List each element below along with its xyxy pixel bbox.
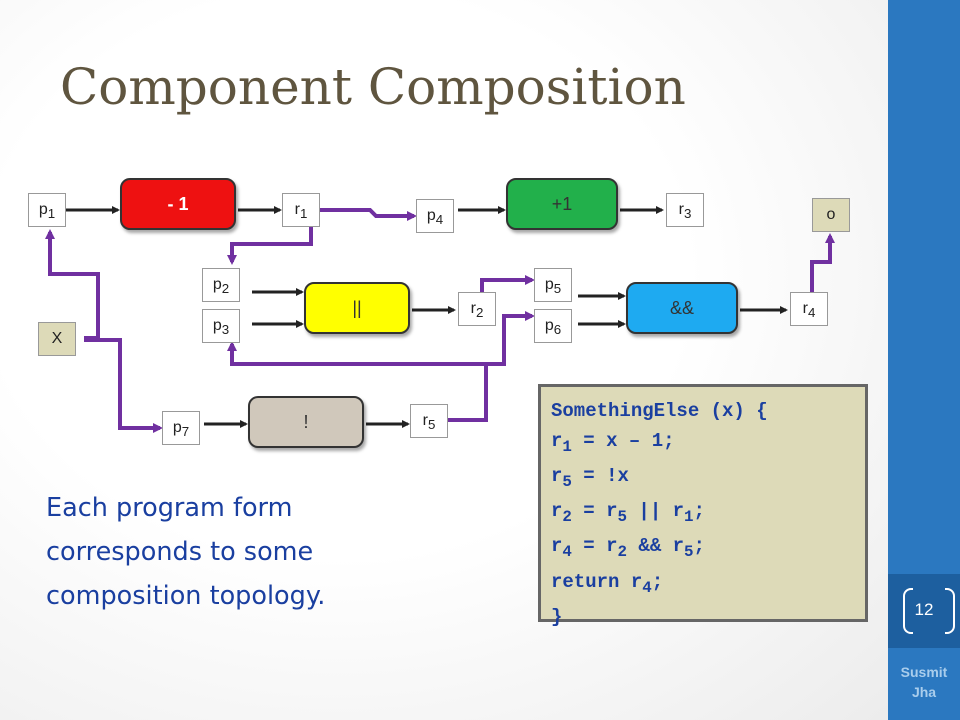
or-op: ||	[304, 282, 410, 334]
port-p6: p6	[534, 309, 572, 343]
port-r5: r5	[410, 404, 448, 438]
wire-x-to-p7	[84, 338, 163, 433]
code-line-4: r2 = r5 || r1;	[551, 500, 705, 526]
author-name: Susmit Jha	[888, 662, 960, 702]
caption: Each program form corresponds to some co…	[46, 486, 406, 618]
wire-r5-to-p6	[486, 311, 535, 366]
page-number: 12	[914, 600, 934, 619]
page-number-bracket-right	[945, 588, 955, 634]
output-o: o	[812, 198, 850, 232]
not-op: !	[248, 396, 364, 448]
port-p1: p1	[28, 193, 66, 227]
code-box: SomethingElse (x) { r1 = x – 1; r5 = !x …	[538, 384, 868, 628]
caption-line-2: corresponds to some	[46, 537, 314, 567]
port-r4: r4	[790, 292, 828, 326]
author-last-name: Jha	[911, 684, 937, 700]
port-r2: r2	[458, 292, 496, 326]
minus-one-op: - 1	[120, 178, 236, 230]
slide-title: Component Composition	[60, 58, 686, 116]
wire-r1-to-p4	[320, 208, 417, 221]
port-p2: p2	[202, 268, 240, 302]
port-p4: p4	[416, 199, 454, 233]
input-x: X	[38, 322, 76, 356]
code-line-1: SomethingElse (x) {	[551, 400, 768, 422]
page-number-panel	[888, 574, 960, 648]
port-p7: p7	[162, 411, 200, 445]
code-line-6: return r4;	[551, 570, 664, 597]
wire-layer	[45, 206, 835, 433]
port-p5: p5	[534, 268, 572, 302]
page-number-bracket-left	[903, 588, 913, 634]
wire-r1-to-p2	[227, 224, 313, 265]
port-p3: p3	[202, 309, 240, 343]
wire-r4-to-o	[810, 233, 835, 294]
code-line-2: r1 = x – 1;	[551, 429, 675, 456]
caption-line-3: composition topology.	[46, 581, 326, 611]
code-line-7: }	[551, 605, 563, 628]
wire-r2-to-p5	[480, 275, 535, 292]
author-first-name: Susmit	[900, 664, 948, 680]
code-line-3: r5 = !x	[551, 464, 629, 491]
code-line-5: r4 = r2 && r5;	[551, 535, 705, 562]
port-r3: r3	[666, 193, 704, 227]
and-op: &&	[626, 282, 738, 334]
port-r1: r1	[282, 193, 320, 227]
plus-one-op: +1	[506, 178, 618, 230]
caption-line-1: Each program form	[46, 493, 293, 523]
